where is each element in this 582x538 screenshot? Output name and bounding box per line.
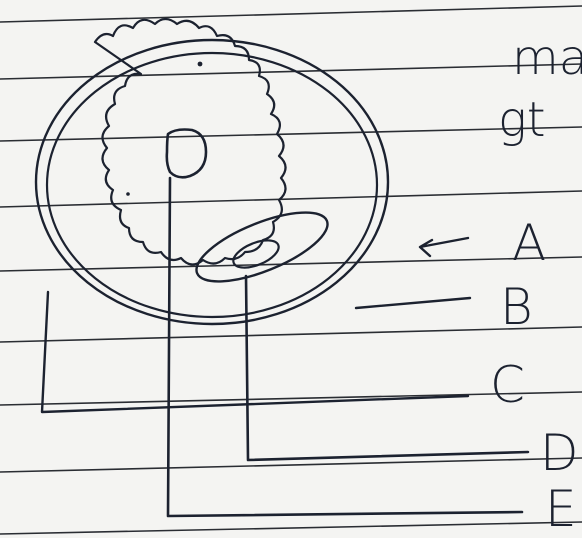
- cut-off-text-line1: ma: [512, 34, 582, 82]
- pointer-e: [168, 178, 522, 516]
- pointer-a: [420, 238, 468, 256]
- wavy-capsule-outline: [95, 19, 286, 265]
- ink-dot: [198, 62, 203, 67]
- pointer-d: [246, 276, 528, 460]
- label-a: A: [512, 218, 546, 268]
- pointer-c: [42, 292, 468, 412]
- pointer-b: [356, 298, 470, 308]
- cell-membrane: [47, 53, 377, 317]
- label-b: B: [500, 282, 533, 332]
- ink-dot: [126, 192, 130, 196]
- label-c: C: [490, 360, 525, 410]
- label-e: E: [545, 484, 577, 534]
- label-d: D: [540, 428, 579, 478]
- elongated-organelle: [188, 199, 336, 296]
- cut-off-text-line2: gt: [498, 96, 546, 144]
